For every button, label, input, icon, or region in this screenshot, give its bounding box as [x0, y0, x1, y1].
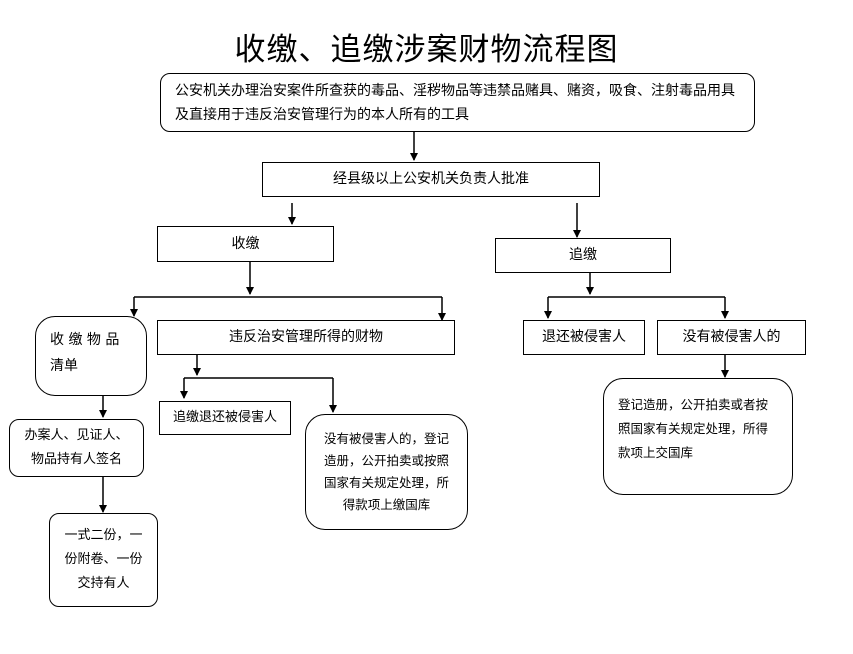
node-top: 公安机关办理治安案件所查获的毒品、淫秽物品等违禁品赌具、赌资，吸食、注射毒品用具…	[160, 73, 755, 132]
node-collect-list-text: 收 缴 物 品 清单	[50, 332, 120, 374]
node-no-victim-text: 没有被侵害人的	[682, 329, 781, 346]
node-collect-list: 收 缴 物 品 清单	[35, 316, 147, 396]
node-recover: 追缴	[495, 238, 671, 273]
node-sign: 办案人、见证人、物品持有人签名	[9, 419, 144, 477]
node-collect-text: 收缴	[231, 235, 260, 252]
node-copies-text: 一式二份，一份附卷、一份交持有人	[64, 528, 143, 591]
node-recover-text: 追缴	[569, 247, 597, 264]
node-collect: 收缴	[157, 226, 334, 262]
node-approve-text: 经县级以上公安机关负责人批准	[333, 171, 529, 188]
node-register-right-text: 登记造册，公开拍卖或者按照国家有关规定处理，所得款项上交国库	[618, 397, 769, 460]
node-copies: 一式二份，一份附卷、一份交持有人	[49, 513, 158, 607]
node-no-victim-gains-text: 没有被侵害人的，登记造册，公开拍卖或按照国家有关规定处理，所得款项上缴国库	[323, 431, 449, 512]
node-illegal-gains: 违反治安管理所得的财物	[157, 320, 455, 355]
node-return-victim: 退还被侵害人	[523, 320, 645, 355]
node-illegal-gains-text: 违反治安管理所得的财物	[229, 329, 383, 346]
node-no-victim: 没有被侵害人的	[657, 320, 806, 355]
node-return-victim-text: 退还被侵害人	[542, 329, 626, 346]
node-sign-text: 办案人、见证人、物品持有人签名	[24, 428, 129, 467]
page-title: 收缴、追缴涉案财物流程图	[234, 32, 619, 68]
node-no-victim-gains: 没有被侵害人的，登记造册，公开拍卖或按照国家有关规定处理，所得款项上缴国库	[305, 414, 468, 530]
node-approve: 经县级以上公安机关负责人批准	[262, 162, 600, 197]
node-top-text: 公安机关办理治安案件所查获的毒品、淫秽物品等违禁品赌具、赌资，吸食、注射毒品用具…	[175, 82, 735, 123]
node-register-right: 登记造册，公开拍卖或者按照国家有关规定处理，所得款项上交国库	[603, 378, 793, 495]
node-recover-return-text: 追缴退还被侵害人	[172, 409, 277, 425]
node-recover-return: 追缴退还被侵害人	[159, 401, 291, 435]
